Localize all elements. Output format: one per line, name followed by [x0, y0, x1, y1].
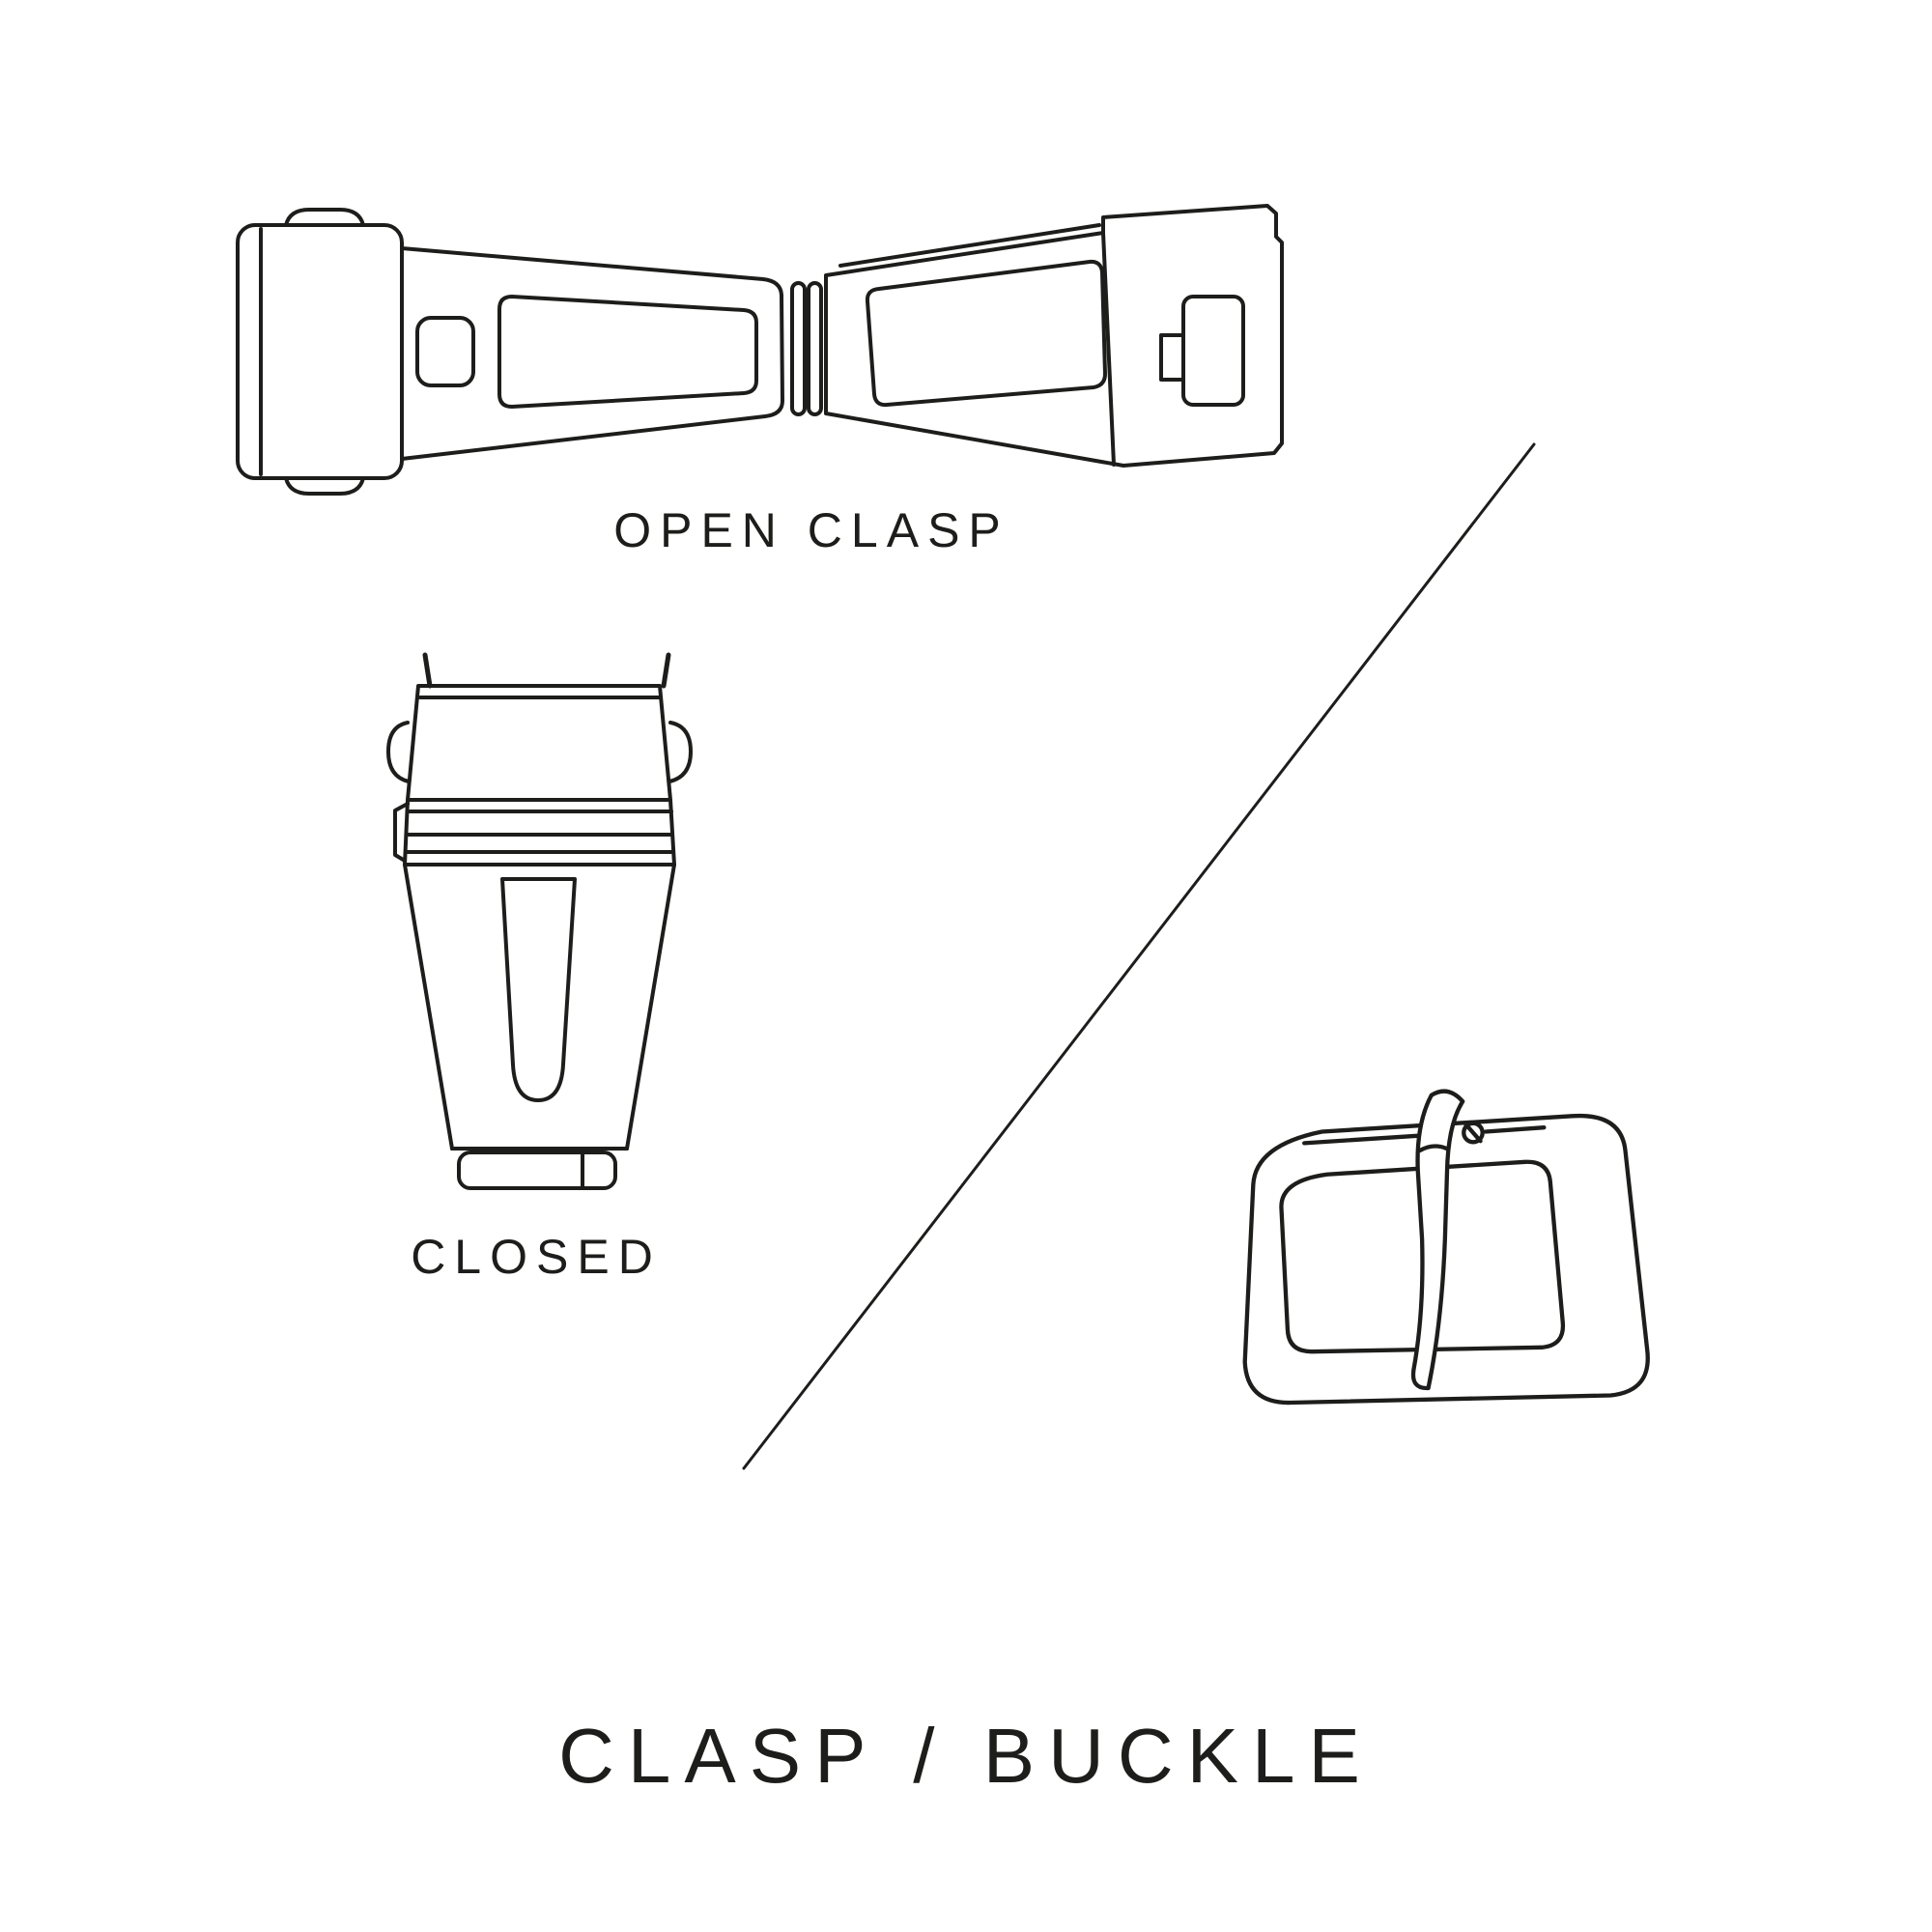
- right-blade: [824, 204, 1284, 468]
- pusher-left: [386, 721, 411, 783]
- spring-bar-left: [1302, 1133, 1419, 1146]
- body-slot: [500, 877, 577, 1102]
- spring-bar-coil: [1462, 1121, 1485, 1145]
- center-hinge-right: [807, 281, 823, 416]
- spring-bar-coil-tick: [1463, 1122, 1483, 1144]
- end-link-top-tab: [284, 208, 365, 227]
- left-blade: [400, 246, 784, 461]
- right-latch-cutout: [1181, 295, 1245, 407]
- top-prong-right: [661, 652, 671, 689]
- top-prong-left: [422, 652, 433, 689]
- closed-clasp-illustration: [386, 652, 693, 1190]
- closed-clasp-drawing: [386, 652, 693, 1190]
- spring-bar-right: [1483, 1125, 1547, 1134]
- right-latch-tab: [1159, 333, 1185, 382]
- closed-clasp-caption: CLOSED: [411, 1230, 662, 1284]
- diagram-title: CLASP / BUCKLE: [558, 1713, 1374, 1799]
- open-clasp-drawing: [236, 204, 1284, 496]
- left-blade-window: [497, 295, 758, 409]
- buckle-frame-outer: [1242, 1113, 1650, 1406]
- divider-stroke: [742, 442, 1536, 1470]
- buckle-tang: [1410, 1089, 1465, 1391]
- end-link-bottom-tab: [284, 476, 365, 496]
- clasp-cover: [406, 684, 672, 802]
- right-blade-window: [865, 259, 1107, 408]
- band-edge-left: [403, 798, 410, 867]
- tang-loop-line: [1417, 1144, 1449, 1153]
- body-edge-right: [625, 863, 676, 1151]
- open-clasp-illustration: [236, 204, 1284, 496]
- clasp-foot: [457, 1151, 617, 1190]
- band-notch-left: [393, 802, 410, 863]
- right-endpiece-separation: [1101, 231, 1116, 467]
- center-hinge-left: [790, 281, 807, 416]
- buckle-drawing: [1242, 1089, 1650, 1406]
- right-blade-fold-line: [838, 223, 1101, 268]
- left-blade-notch: [415, 316, 475, 387]
- pusher-right: [668, 721, 693, 783]
- buckle-illustration: [1242, 1089, 1650, 1406]
- body-edge-left: [403, 863, 454, 1151]
- open-clasp-caption: OPEN CLASP: [613, 503, 1009, 557]
- diagonal-divider-line: [742, 442, 1536, 1470]
